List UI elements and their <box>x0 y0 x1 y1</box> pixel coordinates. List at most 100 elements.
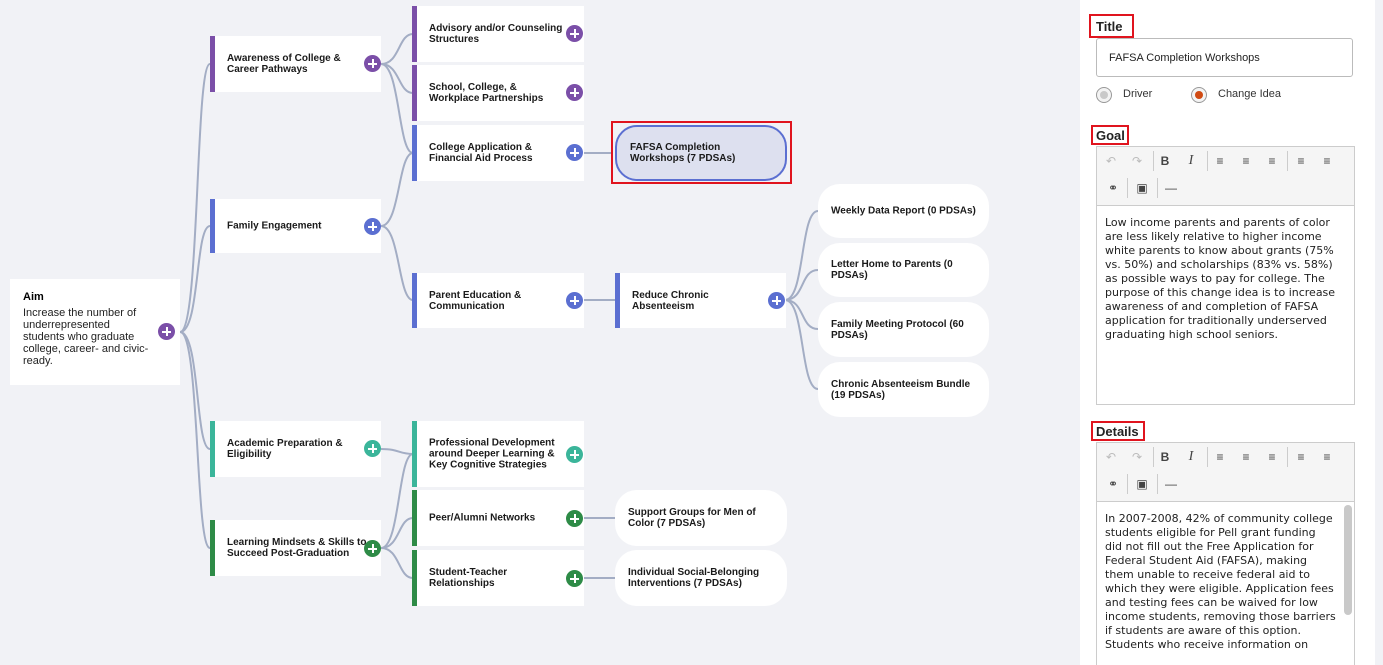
add-child-icon[interactable] <box>364 440 381 457</box>
change-idea-weekly[interactable]: Weekly Data Report (0 PDSAs) <box>818 184 989 238</box>
goal-section-label: Goal <box>1096 128 1125 143</box>
change-idea-label: Family Meeting Protocol (60 PDSAs) <box>831 318 964 341</box>
details-text[interactable]: In 2007-2008, 42% of community college s… <box>1105 512 1336 651</box>
change-idea-bundle[interactable]: Chronic Absenteeism Bundle (19 PDSAs) <box>818 362 989 417</box>
change-idea-fafsa[interactable]: FAFSA Completion Workshops (7 PDSAs) <box>615 125 787 181</box>
change-idea-belonging[interactable]: Individual Social-Belonging Intervention… <box>615 550 787 606</box>
align-left-icon[interactable]: ≡ <box>1216 450 1224 464</box>
goal-label-highlight <box>1091 125 1129 145</box>
add-child-icon[interactable] <box>364 218 381 235</box>
add-child-icon[interactable] <box>364 55 381 72</box>
bullet-list-icon[interactable]: ≡ <box>1323 450 1331 464</box>
secondary-label: School, College, & Workplace Partnership… <box>429 82 544 104</box>
aim-card[interactable]: Aim Increase the number of underrepresen… <box>10 279 180 385</box>
change-idea-label: Support Groups for Men of Color (7 PDSAs… <box>628 507 756 529</box>
details-label-text: Details <box>1096 424 1139 439</box>
add-driver-icon[interactable] <box>158 323 175 340</box>
details-label-highlight <box>1091 421 1145 441</box>
radio-driver-label: Driver <box>1123 88 1153 100</box>
change-idea-label: FAFSA Completion Workshops (7 PDSAs) <box>630 142 736 164</box>
radio-change-idea[interactable] <box>1191 87 1207 103</box>
driver-awareness[interactable]: Awareness of College & Career Pathways <box>210 36 381 92</box>
title-section-label: Title <box>1096 19 1123 34</box>
goal-label-text: Goal <box>1096 128 1125 143</box>
bold-icon[interactable]: B <box>1160 154 1170 168</box>
redo-icon[interactable]: ↷ <box>1131 154 1143 168</box>
title-label-highlight <box>1089 14 1134 38</box>
secondary-prof-dev[interactable]: Professional Development around Deeper L… <box>412 421 584 487</box>
driver-family[interactable]: Family Engagement <box>210 199 381 253</box>
details-editor[interactable]: ↶ ↷ B I ≡ ≡ ≡ ≡ ≡ ⚭ ▣ — In 2007-2008, 42… <box>1096 442 1355 665</box>
secondary-label: Advisory and/or Counseling Structures <box>429 23 563 45</box>
add-child-icon[interactable] <box>566 570 583 587</box>
add-child-icon[interactable] <box>566 84 583 101</box>
driver-mindsets[interactable]: Learning Mindsets & Skills to Succeed Po… <box>210 520 381 576</box>
add-child-icon[interactable] <box>566 292 583 309</box>
undo-icon[interactable]: ↶ <box>1105 450 1117 464</box>
bullet-list-icon[interactable]: ≡ <box>1323 154 1331 168</box>
change-idea-support[interactable]: Support Groups for Men of Color (7 PDSAs… <box>615 490 787 546</box>
add-child-icon[interactable] <box>566 144 583 161</box>
add-child-icon[interactable] <box>566 25 583 42</box>
secondary-label: Peer/Alumni Networks <box>429 512 536 524</box>
bold-icon[interactable]: B <box>1160 450 1170 464</box>
driver-academic[interactable]: Academic Preparation & Eligibility <box>210 421 381 477</box>
secondary-application[interactable]: College Application & Financial Aid Proc… <box>412 125 584 181</box>
secondary-label: College Application & Financial Aid Proc… <box>429 142 533 164</box>
image-icon[interactable]: ▣ <box>1136 181 1148 195</box>
image-icon[interactable]: ▣ <box>1136 477 1148 491</box>
radio-driver[interactable] <box>1096 87 1112 103</box>
italic-icon[interactable]: I <box>1188 153 1194 168</box>
selected-node-highlight <box>611 121 792 184</box>
add-child-icon[interactable] <box>364 540 381 557</box>
driver-label: Learning Mindsets & Skills to Succeed Po… <box>227 537 367 559</box>
change-idea-label: Letter Home to Parents (0 PDSAs) <box>831 259 953 281</box>
add-child-icon[interactable] <box>566 510 583 527</box>
goal-editor[interactable]: ↶ ↷ B I ≡ ≡ ≡ ≡ ≡ ⚭ ▣ — Low income paren… <box>1096 146 1355 405</box>
driver-label: Academic Preparation & Eligibility <box>227 438 343 460</box>
secondary-peer[interactable]: Peer/Alumni Networks <box>412 490 584 546</box>
goal-toolbar: ↶ ↷ B I ≡ ≡ ≡ ≡ ≡ ⚭ ▣ — <box>1097 147 1354 206</box>
add-child-icon[interactable] <box>566 446 583 463</box>
connector-lines <box>179 33 819 579</box>
change-idea-letter[interactable]: Letter Home to Parents (0 PDSAs) <box>818 243 989 297</box>
change-idea-meeting[interactable]: Family Meeting Protocol (60 PDSAs) <box>818 302 989 357</box>
align-right-icon[interactable]: ≡ <box>1268 450 1276 464</box>
aim-heading: Aim <box>23 291 44 303</box>
goal-text[interactable]: Low income parents and parents of color … <box>1105 216 1336 341</box>
add-child-icon[interactable] <box>768 292 785 309</box>
align-center-icon[interactable]: ≡ <box>1242 154 1250 168</box>
driver-label: Awareness of College & Career Pathways <box>227 53 341 75</box>
tertiary-reduce[interactable]: Reduce Chronic Absenteeism <box>615 273 786 328</box>
secondary-partnerships[interactable]: School, College, & Workplace Partnership… <box>412 65 584 121</box>
horizontal-rule-icon[interactable]: — <box>1165 477 1177 491</box>
align-left-icon[interactable]: ≡ <box>1216 154 1224 168</box>
details-section-label: Details <box>1096 424 1139 439</box>
title-input[interactable]: FAFSA Completion Workshops <box>1096 38 1353 77</box>
numbered-list-icon[interactable]: ≡ <box>1297 450 1305 464</box>
change-idea-label: Weekly Data Report (0 PDSAs) <box>831 205 976 217</box>
undo-icon[interactable]: ↶ <box>1105 154 1117 168</box>
driver-diagram-canvas: Aim Increase the number of underrepresen… <box>10 6 989 606</box>
redo-icon[interactable]: ↷ <box>1131 450 1143 464</box>
align-right-icon[interactable]: ≡ <box>1268 154 1276 168</box>
link-icon[interactable]: ⚭ <box>1107 477 1119 491</box>
numbered-list-icon[interactable]: ≡ <box>1297 154 1305 168</box>
details-scrollbar[interactable] <box>1344 505 1352 615</box>
secondary-advisory[interactable]: Advisory and/or Counseling Structures <box>412 6 584 62</box>
change-idea-label: Individual Social-Belonging Intervention… <box>628 567 760 589</box>
horizontal-rule-icon[interactable]: — <box>1165 181 1177 195</box>
link-icon[interactable]: ⚭ <box>1107 181 1119 195</box>
radio-change-idea-label: Change Idea <box>1218 88 1281 100</box>
aim-description: Increase the number of underrepresented … <box>23 307 149 367</box>
title-label-text: Title <box>1096 19 1123 34</box>
align-center-icon[interactable]: ≡ <box>1242 450 1250 464</box>
secondary-parent-ed[interactable]: Parent Education & Communication <box>412 273 584 328</box>
secondary-label: Student-Teacher Relationships <box>429 567 508 589</box>
change-idea-label: Chronic Absenteeism Bundle (19 PDSAs) <box>831 378 971 401</box>
details-toolbar: ↶ ↷ B I ≡ ≡ ≡ ≡ ≡ ⚭ ▣ — <box>1097 443 1354 502</box>
secondary-label: Parent Education & Communication <box>429 289 522 312</box>
secondary-student-teacher[interactable]: Student-Teacher Relationships <box>412 550 584 606</box>
italic-icon[interactable]: I <box>1188 449 1194 464</box>
tertiary-label: Reduce Chronic Absenteeism <box>632 289 709 312</box>
